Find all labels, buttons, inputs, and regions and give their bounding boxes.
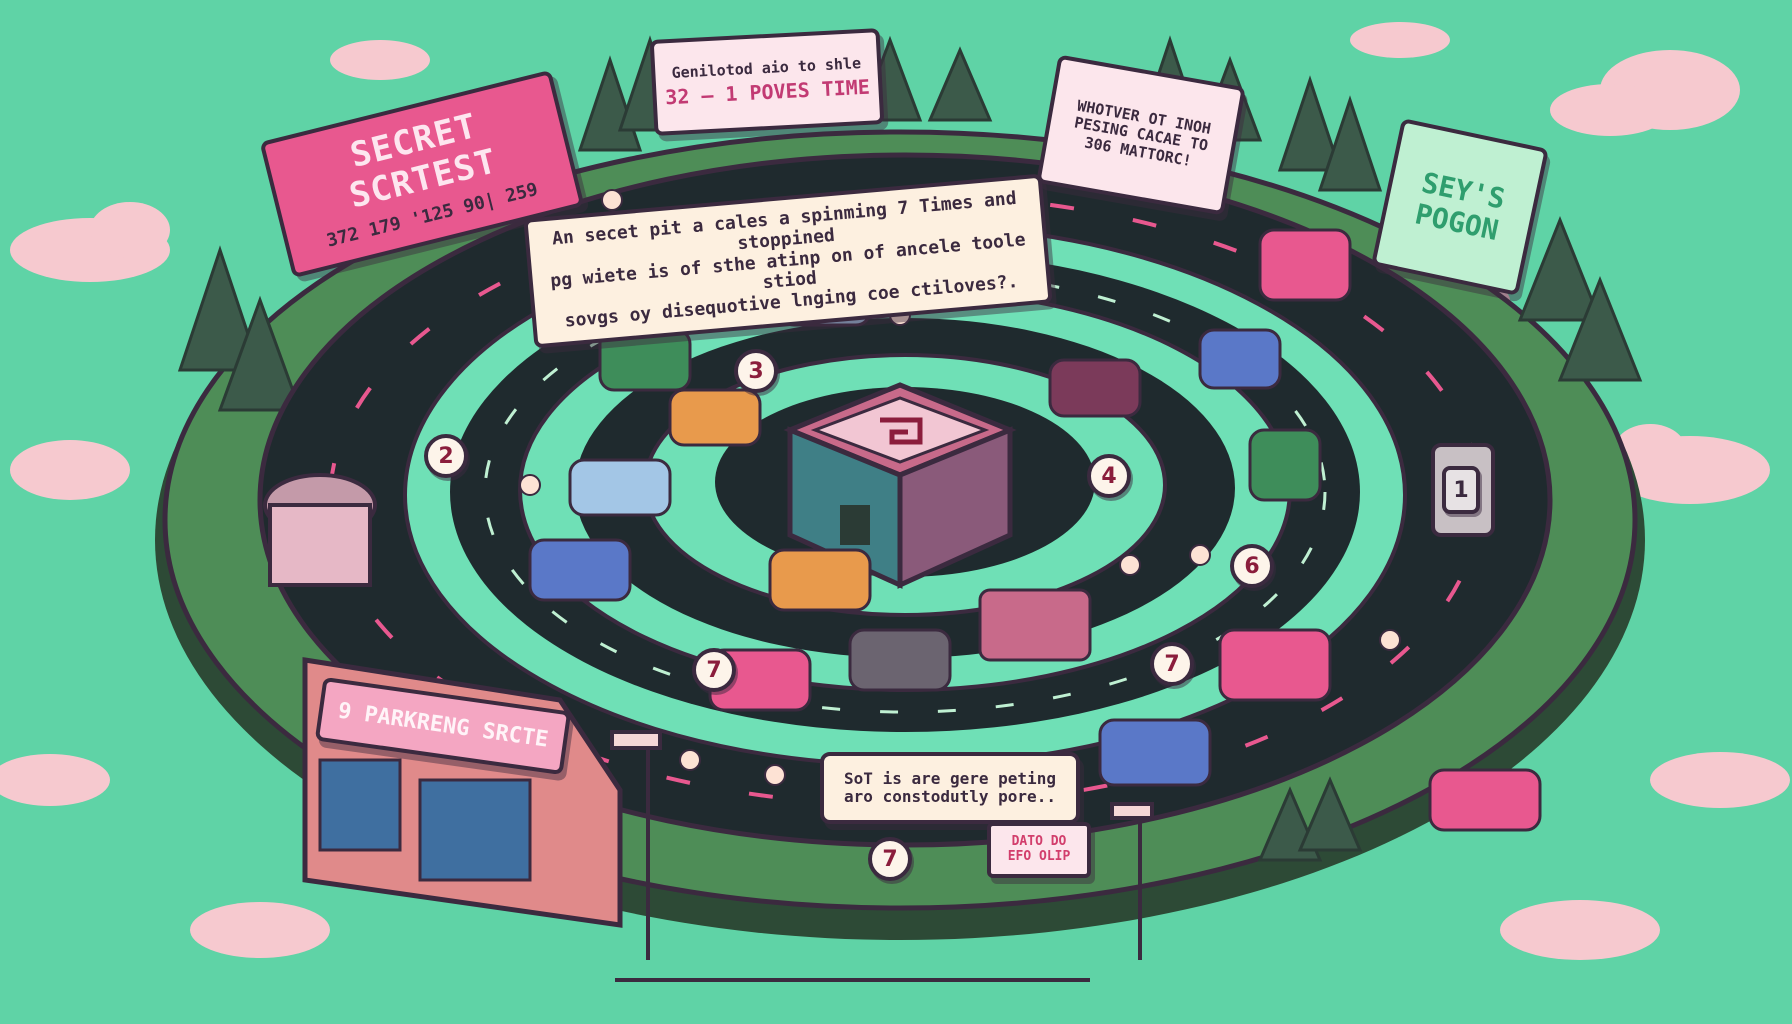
gazebo-wall — [268, 503, 372, 587]
small-sign-line1: DATO DO — [1011, 834, 1067, 850]
far-right-billboard: SEY'S POGON — [1371, 118, 1549, 296]
marker-1[interactable]: 1 — [1442, 466, 1480, 514]
middle-lane-markings — [483, 270, 1327, 714]
marker-2[interactable]: 2 — [424, 434, 468, 478]
building-icon — [783, 382, 1017, 589]
marker-7-bottom[interactable]: 7 — [868, 837, 912, 881]
small-sign: DATO DO EFO OLIP — [987, 822, 1091, 878]
marker-3[interactable]: 3 — [734, 349, 778, 393]
parking-store-sign-text: 9 PARKRENG SRCTE — [336, 698, 550, 753]
top-billboard: Genilotod aio to shle 32 — 1 POVES TIME — [649, 28, 885, 136]
marker-7-left[interactable]: 7 — [692, 648, 736, 692]
small-sign-line2: EFO OLIP — [1007, 849, 1071, 864]
hint-line-2: aro constodutly pore.. — [844, 787, 1056, 806]
marker-7-right[interactable]: 7 — [1150, 642, 1194, 686]
hint-line-1: SoT is are gere peting — [844, 768, 1056, 788]
street-lamp-icon — [610, 730, 1154, 960]
marker-6[interactable]: 6 — [1230, 544, 1274, 588]
hint-banner: SoT is are gere peting aro constodutly p… — [820, 752, 1080, 824]
marker-4[interactable]: 4 — [1087, 454, 1131, 498]
